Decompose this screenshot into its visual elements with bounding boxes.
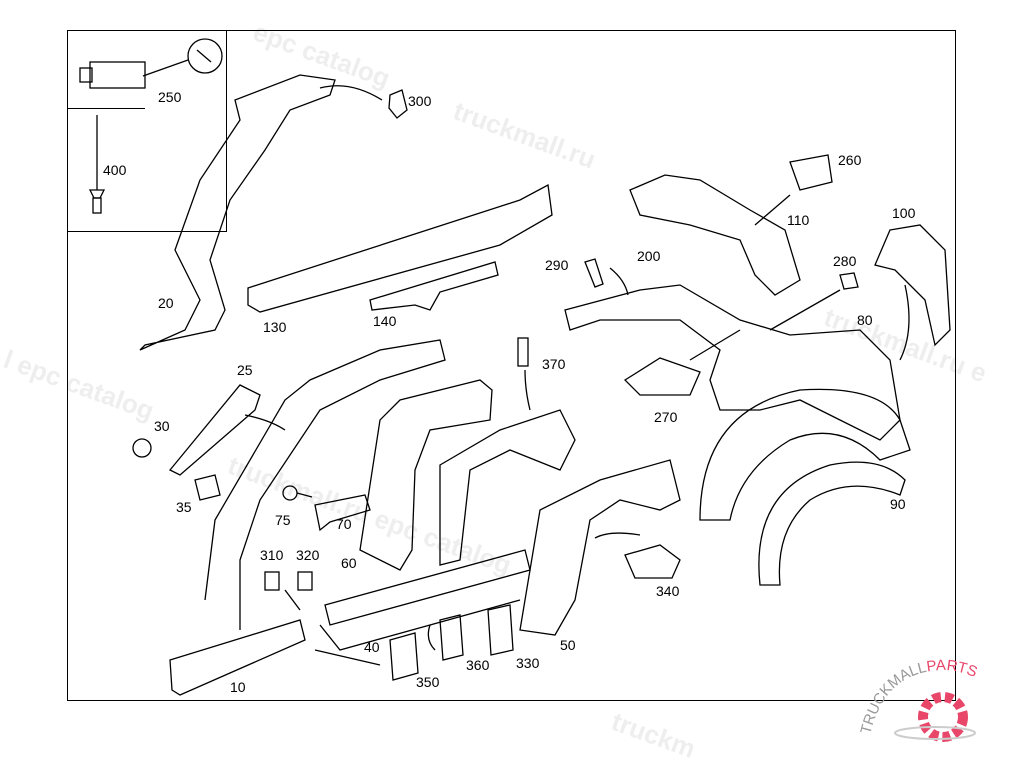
truckmall-parts-logo: TRUCKMALLPARTS [857, 657, 980, 742]
callout-400: 400 [103, 162, 127, 178]
callout-330: 330 [516, 655, 540, 671]
callout-320: 320 [296, 547, 320, 563]
part-350 [389, 632, 419, 681]
callout-340: 340 [656, 583, 680, 599]
callout-270: 270 [654, 409, 678, 425]
part-25-bracket [168, 384, 261, 476]
callout-60: 60 [341, 555, 357, 571]
callout-200: 200 [637, 248, 661, 264]
part-370-pillar [439, 409, 576, 566]
part-360 [439, 614, 464, 661]
callout-25: 25 [237, 362, 253, 378]
callout-40: 40 [364, 639, 380, 655]
part-100-piece [874, 224, 951, 347]
part-250-sealant-tube [79, 38, 223, 89]
callout-90: 90 [890, 496, 906, 512]
arrow [319, 85, 383, 101]
callout-290: 290 [545, 257, 569, 273]
callout-350: 350 [416, 674, 440, 690]
part-10-side-frame [169, 339, 446, 696]
arrows [244, 194, 910, 666]
callout-260: 260 [838, 152, 862, 168]
callout-280: 280 [833, 253, 857, 269]
callout-370: 370 [542, 356, 566, 372]
diagram-frame [67, 30, 956, 701]
part-130-rail [247, 183, 553, 313]
part-320 [297, 571, 313, 591]
callout-300: 300 [408, 93, 432, 109]
callout-250: 250 [158, 89, 182, 105]
callout-35: 35 [176, 499, 192, 515]
callout-10: 10 [230, 679, 246, 695]
part-370-strip [517, 337, 529, 367]
callout-140: 140 [373, 313, 397, 329]
part-290-clip [584, 258, 604, 288]
callout-360: 360 [466, 657, 490, 673]
callout-75: 75 [275, 512, 291, 528]
part-400-bolt [88, 115, 106, 214]
part-50-c-pillar [519, 459, 681, 636]
callout-130: 130 [263, 319, 287, 335]
part-75-bolt [282, 485, 313, 501]
callout-100: 100 [892, 205, 916, 221]
part-30-nut [132, 438, 152, 458]
callout-110: 110 [787, 212, 810, 228]
part-300-clip [388, 89, 408, 119]
callout-30: 30 [154, 418, 170, 434]
part-60-b-pillar [359, 379, 493, 571]
part-140-bracket [369, 261, 499, 311]
part-110-wheelhouse [629, 174, 801, 296]
part-main-rear-panel [564, 284, 901, 441]
callout-20: 20 [158, 295, 174, 311]
part-260-patch [789, 154, 833, 191]
callout-70: 70 [336, 516, 352, 532]
callout-310: 310 [260, 547, 284, 563]
part-20-a-pillar [139, 74, 336, 351]
part-90-outer-arch [758, 461, 906, 586]
part-310 [264, 571, 280, 591]
inset-divider [67, 108, 145, 109]
part-330 [487, 604, 514, 656]
callout-80: 80 [857, 312, 873, 328]
part-270-panel [623, 357, 701, 396]
part-70-bracket [314, 494, 371, 532]
inset-box [67, 30, 227, 232]
part-340-cover [624, 544, 681, 579]
callout-50: 50 [560, 637, 576, 653]
part-280-clip [839, 272, 859, 290]
part-80-inner-arch [699, 388, 911, 521]
part-35-clip [194, 474, 221, 501]
